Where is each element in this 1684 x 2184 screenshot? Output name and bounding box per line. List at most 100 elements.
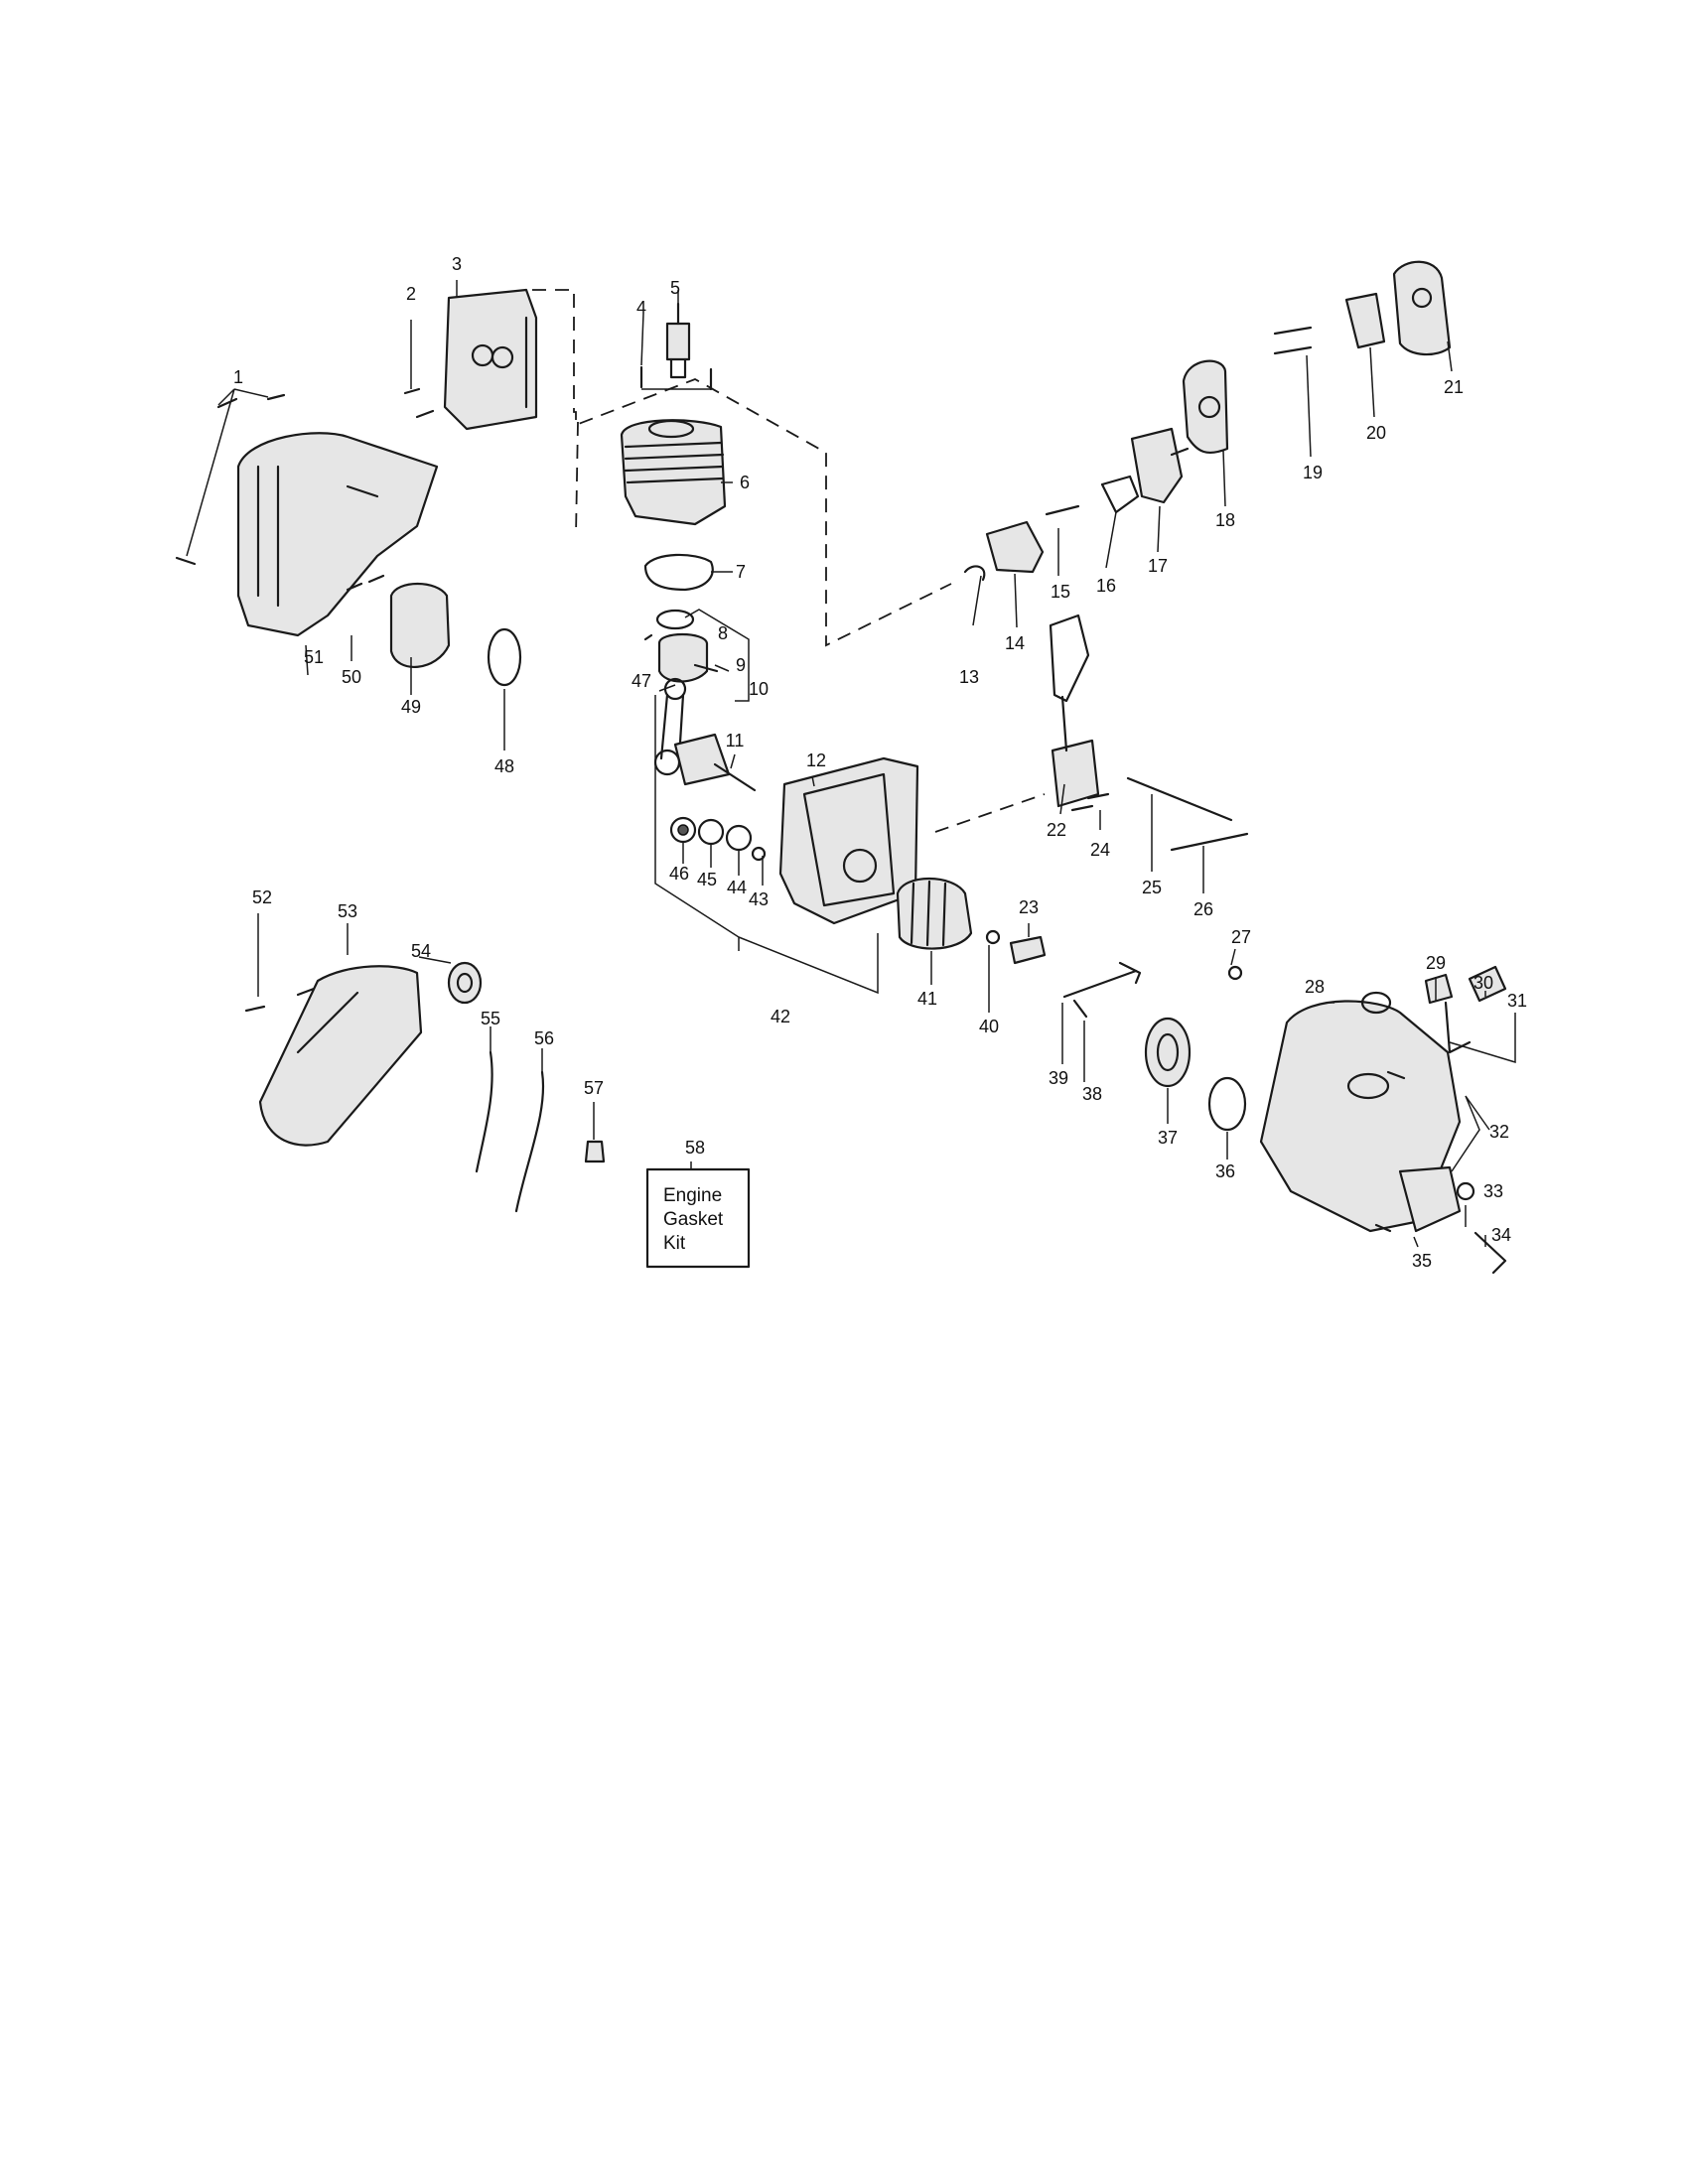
callout-52: 52 (252, 887, 272, 907)
spark-plug (665, 302, 691, 379)
screws-19 (1273, 326, 1313, 355)
callout-16: 16 (1096, 576, 1116, 596)
kit-line-2: Gasket (663, 1209, 724, 1230)
callout-5: 5 (670, 278, 680, 298)
callout-17: 17 (1148, 556, 1168, 576)
cylinder-screws (639, 365, 713, 391)
spacer (1009, 935, 1047, 965)
fuel-filter (584, 1140, 606, 1163)
callout-23: 23 (1019, 897, 1039, 917)
kit-line-1: Engine (663, 1185, 722, 1206)
muffler (346, 574, 451, 668)
callout-15: 15 (1051, 582, 1070, 602)
fuel-line-55 (475, 1050, 493, 1173)
cylinder (620, 419, 727, 526)
callout-22: 22 (1047, 820, 1066, 840)
assembly-dashed-lines (532, 289, 1046, 833)
callout-36: 36 (1215, 1161, 1235, 1181)
air-filter (1344, 292, 1386, 349)
callout-40: 40 (979, 1017, 999, 1036)
callout-55: 55 (481, 1009, 500, 1028)
callout-57: 57 (584, 1078, 604, 1098)
flywheel (896, 877, 973, 950)
wire-25 (1126, 776, 1233, 822)
starter-spring (1207, 1076, 1247, 1132)
callout-28: 28 (1305, 977, 1325, 997)
callout-20: 20 (1366, 423, 1386, 443)
carburetor-gasket (1100, 475, 1140, 514)
callout-34: 34 (1491, 1225, 1511, 1245)
washer-40 (985, 929, 1001, 945)
screws-2 (403, 387, 435, 419)
starter-rope-handle (1424, 965, 1507, 1054)
callout-29: 29 (1426, 953, 1446, 973)
callout-19: 19 (1303, 463, 1323, 482)
coil-screws (1070, 792, 1110, 812)
bearings-seals (669, 816, 767, 862)
starter-hardware (1374, 1070, 1507, 1275)
callout-4: 4 (636, 298, 646, 318)
cylinder-shroud (236, 432, 439, 637)
air-filter-base (1182, 359, 1229, 455)
callout-9: 9 (736, 655, 746, 675)
shield-screws (244, 987, 316, 1013)
nut-27 (1227, 965, 1243, 981)
stop-switch (1062, 961, 1142, 1019)
callout-10: 10 (749, 679, 769, 699)
callout-13: 13 (959, 667, 979, 687)
cylinder-gasket (643, 553, 714, 592)
callout-56: 56 (534, 1028, 554, 1048)
callout-58: 58 (685, 1138, 705, 1158)
callout-47: 47 (632, 671, 651, 691)
callout-50: 50 (342, 667, 361, 687)
callout-12: 12 (806, 751, 826, 770)
callout-37: 37 (1158, 1128, 1178, 1148)
callout-25: 25 (1142, 878, 1162, 897)
fuel-line-56 (514, 1070, 545, 1213)
air-filter-cover-right (1392, 260, 1452, 356)
callout-42: 42 (771, 1007, 790, 1026)
callout-30: 30 (1474, 973, 1493, 993)
callout-8: 8 (718, 623, 728, 643)
callout-numbers: 1 2 3 4 5 6 7 8 9 10 11 12 13 14 15 16 1… (233, 254, 1527, 1271)
callout-21: 21 (1444, 377, 1464, 397)
callout-46: 46 (669, 864, 689, 884)
callout-31: 31 (1507, 991, 1527, 1011)
screws-1 (175, 393, 286, 566)
piston-ring (655, 609, 695, 630)
piston (643, 633, 719, 683)
callout-51: 51 (304, 647, 324, 667)
crankshaft (673, 733, 757, 792)
engine-gasket-kit: 58 Engine Gasket Kit (645, 1138, 751, 1269)
crankcase (778, 756, 919, 925)
callout-1: 1 (233, 367, 243, 387)
callout-24: 24 (1090, 840, 1110, 860)
callout-3: 3 (452, 254, 462, 274)
ignition-coil (1049, 614, 1100, 808)
kit-line-3: Kit (663, 1233, 686, 1254)
leader-lines (186, 280, 1516, 1248)
debris-shield (258, 965, 423, 1147)
callout-2: 2 (406, 284, 416, 304)
intake-manifold (963, 504, 1080, 582)
starter-pulley (1144, 1017, 1192, 1088)
callout-18: 18 (1215, 510, 1235, 530)
carburetor (1130, 427, 1190, 504)
muffler-gasket (487, 627, 522, 687)
starter-housing (1259, 991, 1462, 1233)
callout-14: 14 (1005, 633, 1025, 653)
clutch-nut (447, 961, 483, 1005)
callout-44: 44 (727, 878, 747, 897)
callout-41: 41 (917, 989, 937, 1009)
callout-39: 39 (1049, 1068, 1068, 1088)
callout-53: 53 (338, 901, 357, 921)
callout-54: 54 (411, 941, 431, 961)
wire-26 (1170, 832, 1249, 852)
callout-48: 48 (494, 756, 514, 776)
callout-7: 7 (736, 562, 746, 582)
callout-49: 49 (401, 697, 421, 717)
callout-11: 11 (726, 731, 745, 751)
callout-33: 33 (1483, 1181, 1503, 1201)
callout-32: 32 (1489, 1122, 1509, 1142)
